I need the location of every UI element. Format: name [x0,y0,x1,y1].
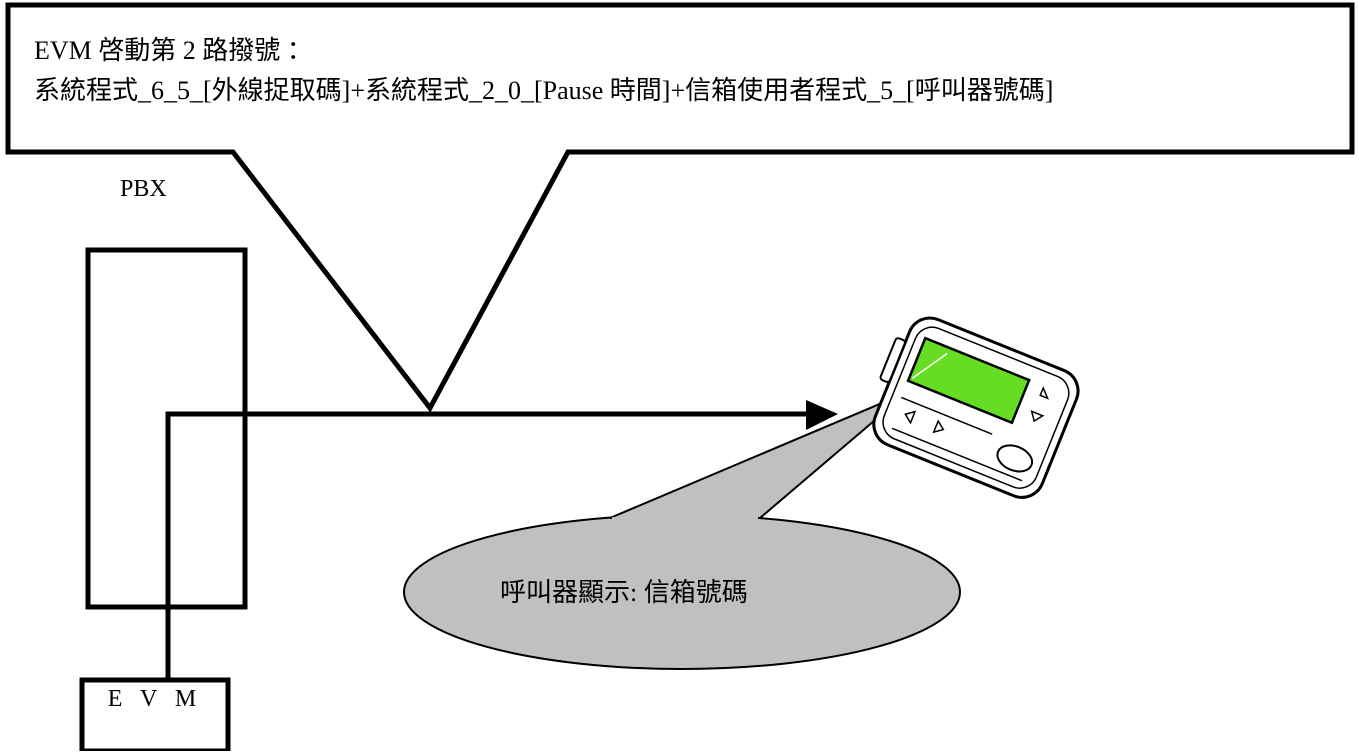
bubble-text: 呼叫器顯示: 信箱號碼 [500,578,748,607]
pager-icon [872,316,1080,499]
callout-title: EVM 啓動第 2 路撥號 ： [34,36,313,65]
callout-formula: 系統程式_6_5_[外線捉取碼]+系統程式_2_0_[Pause 時間]+信箱使… [34,76,1054,105]
pbx-label: PBX [120,176,167,202]
callout-box [5,2,1355,413]
arrow-head-icon [806,400,838,430]
evm-label: E V M [107,686,203,712]
connection-line [165,411,808,680]
speech-bubble [403,391,961,670]
